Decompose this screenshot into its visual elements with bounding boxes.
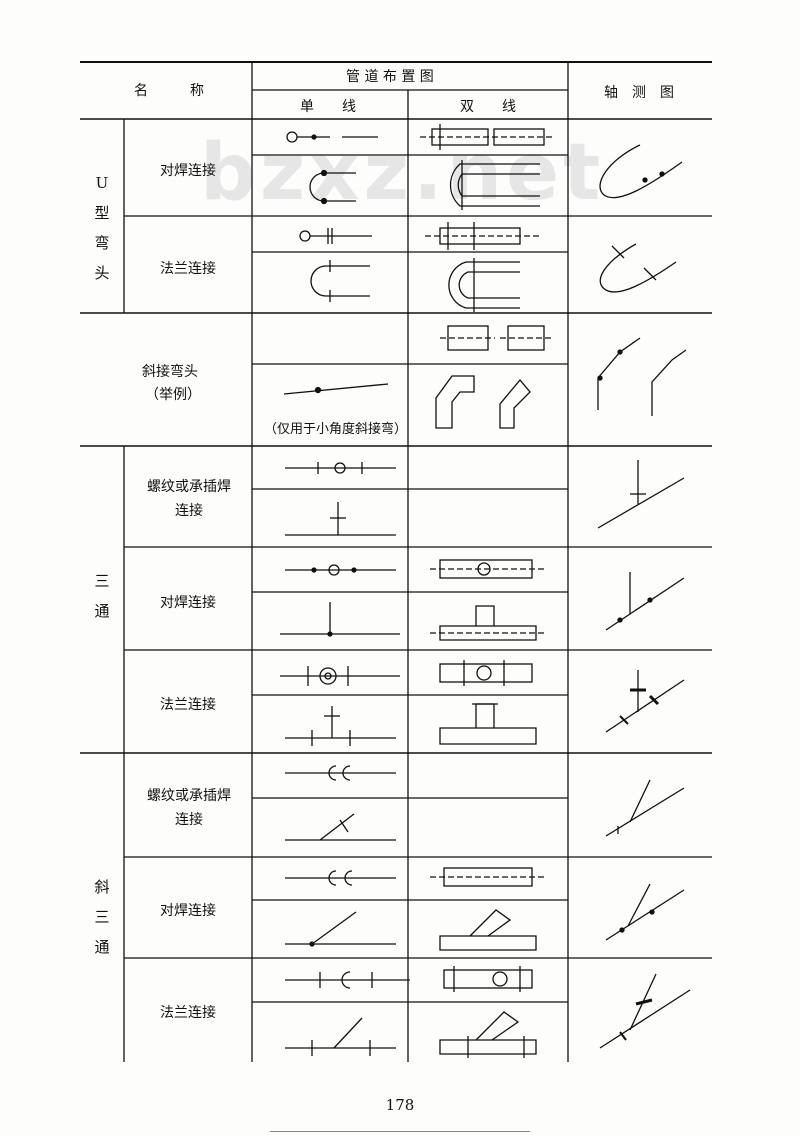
lateral-flange-iso <box>599 973 691 1049</box>
tee-flange-double-top <box>439 660 533 686</box>
miter-iso <box>597 337 687 416</box>
lateral-weld-iso <box>605 883 685 941</box>
u-bend-flange-double-top <box>425 222 540 250</box>
u-bend-weld-single-top <box>286 131 378 143</box>
lateral-flange-single-bottom <box>285 1017 396 1056</box>
u-bend-weld-iso <box>599 144 683 199</box>
footer-rule <box>270 1131 530 1132</box>
miter-double-top <box>440 325 552 351</box>
lateral-flange-single-top <box>285 971 410 989</box>
row-tee-weld: 对焊连接 <box>160 595 216 611</box>
lateral-weld-double-bottom <box>439 909 537 951</box>
row-tee-flange: 法兰连接 <box>160 697 216 713</box>
lateral-weld-single-bottom <box>285 911 396 947</box>
watermark: bzxz.net <box>200 128 605 218</box>
header-single: 单 线 <box>300 99 356 115</box>
u-bend-weld-single-bottom <box>309 169 356 205</box>
group-tee: 三通 <box>94 572 110 620</box>
tee-weld-iso <box>605 572 685 631</box>
row-tee-thread-1: 螺纹或承插焊 <box>147 479 231 495</box>
group-miter-note: （举例） <box>145 387 201 403</box>
lateral-thread-single-top <box>285 765 396 781</box>
row-u-weld: 对焊连接 <box>160 163 216 179</box>
u-bend-flange-iso <box>599 243 677 293</box>
lateral-thread-iso <box>605 779 685 837</box>
page-number: 178 <box>385 1096 415 1114</box>
miter-caption: （仅用于小角度斜接弯） <box>264 422 408 437</box>
u-bend-flange-single-bottom <box>310 260 370 302</box>
lateral-flange-double-bottom <box>439 1011 537 1058</box>
u-bend-weld-double-top <box>420 124 555 150</box>
header-double: 双 线 <box>460 99 516 115</box>
lateral-thread-single-bottom <box>285 813 396 841</box>
tee-thread-single-bottom <box>285 502 396 536</box>
group-lateral: 斜三通 <box>94 878 110 956</box>
tee-weld-double-bottom <box>430 605 545 641</box>
header-layout: 管 道 布 置 图 <box>346 69 434 85</box>
tee-weld-single-bottom <box>280 602 400 637</box>
row-tee-thread-2: 连接 <box>175 503 203 519</box>
tee-flange-single-bottom <box>285 706 396 746</box>
tee-thread-single-top <box>285 462 396 474</box>
miter-double-bottom <box>435 375 531 429</box>
u-bend-flange-single-top <box>299 228 372 244</box>
row-lateral-thread-2: 连接 <box>175 812 203 828</box>
group-u-bend: U型弯头 <box>94 174 110 282</box>
tee-flange-double-bottom <box>439 703 537 745</box>
header-name: 名 称 <box>134 83 204 99</box>
lateral-weld-double-top <box>430 867 545 887</box>
row-lateral-thread-1: 螺纹或承插焊 <box>147 788 231 804</box>
tee-thread-iso <box>597 460 685 529</box>
row-u-flange: 法兰连接 <box>160 261 216 277</box>
row-lateral-weld: 对焊连接 <box>160 903 216 919</box>
u-bend-weld-double-bottom <box>449 160 540 210</box>
u-bend-flange-double-bottom <box>448 258 520 312</box>
header-iso: 轴 测 图 <box>604 85 674 101</box>
table-grid <box>80 61 712 1062</box>
tee-flange-iso <box>605 670 685 733</box>
tee-flange-single-top <box>280 666 400 686</box>
lateral-weld-single-top <box>285 870 396 886</box>
tee-weld-double-top <box>430 559 545 579</box>
miter-single <box>283 383 389 395</box>
row-lateral-flange: 法兰连接 <box>160 1005 216 1021</box>
lateral-flange-double-top <box>443 966 533 992</box>
tee-weld-single-top <box>285 564 396 576</box>
group-miter: 斜接弯头 <box>142 364 198 380</box>
